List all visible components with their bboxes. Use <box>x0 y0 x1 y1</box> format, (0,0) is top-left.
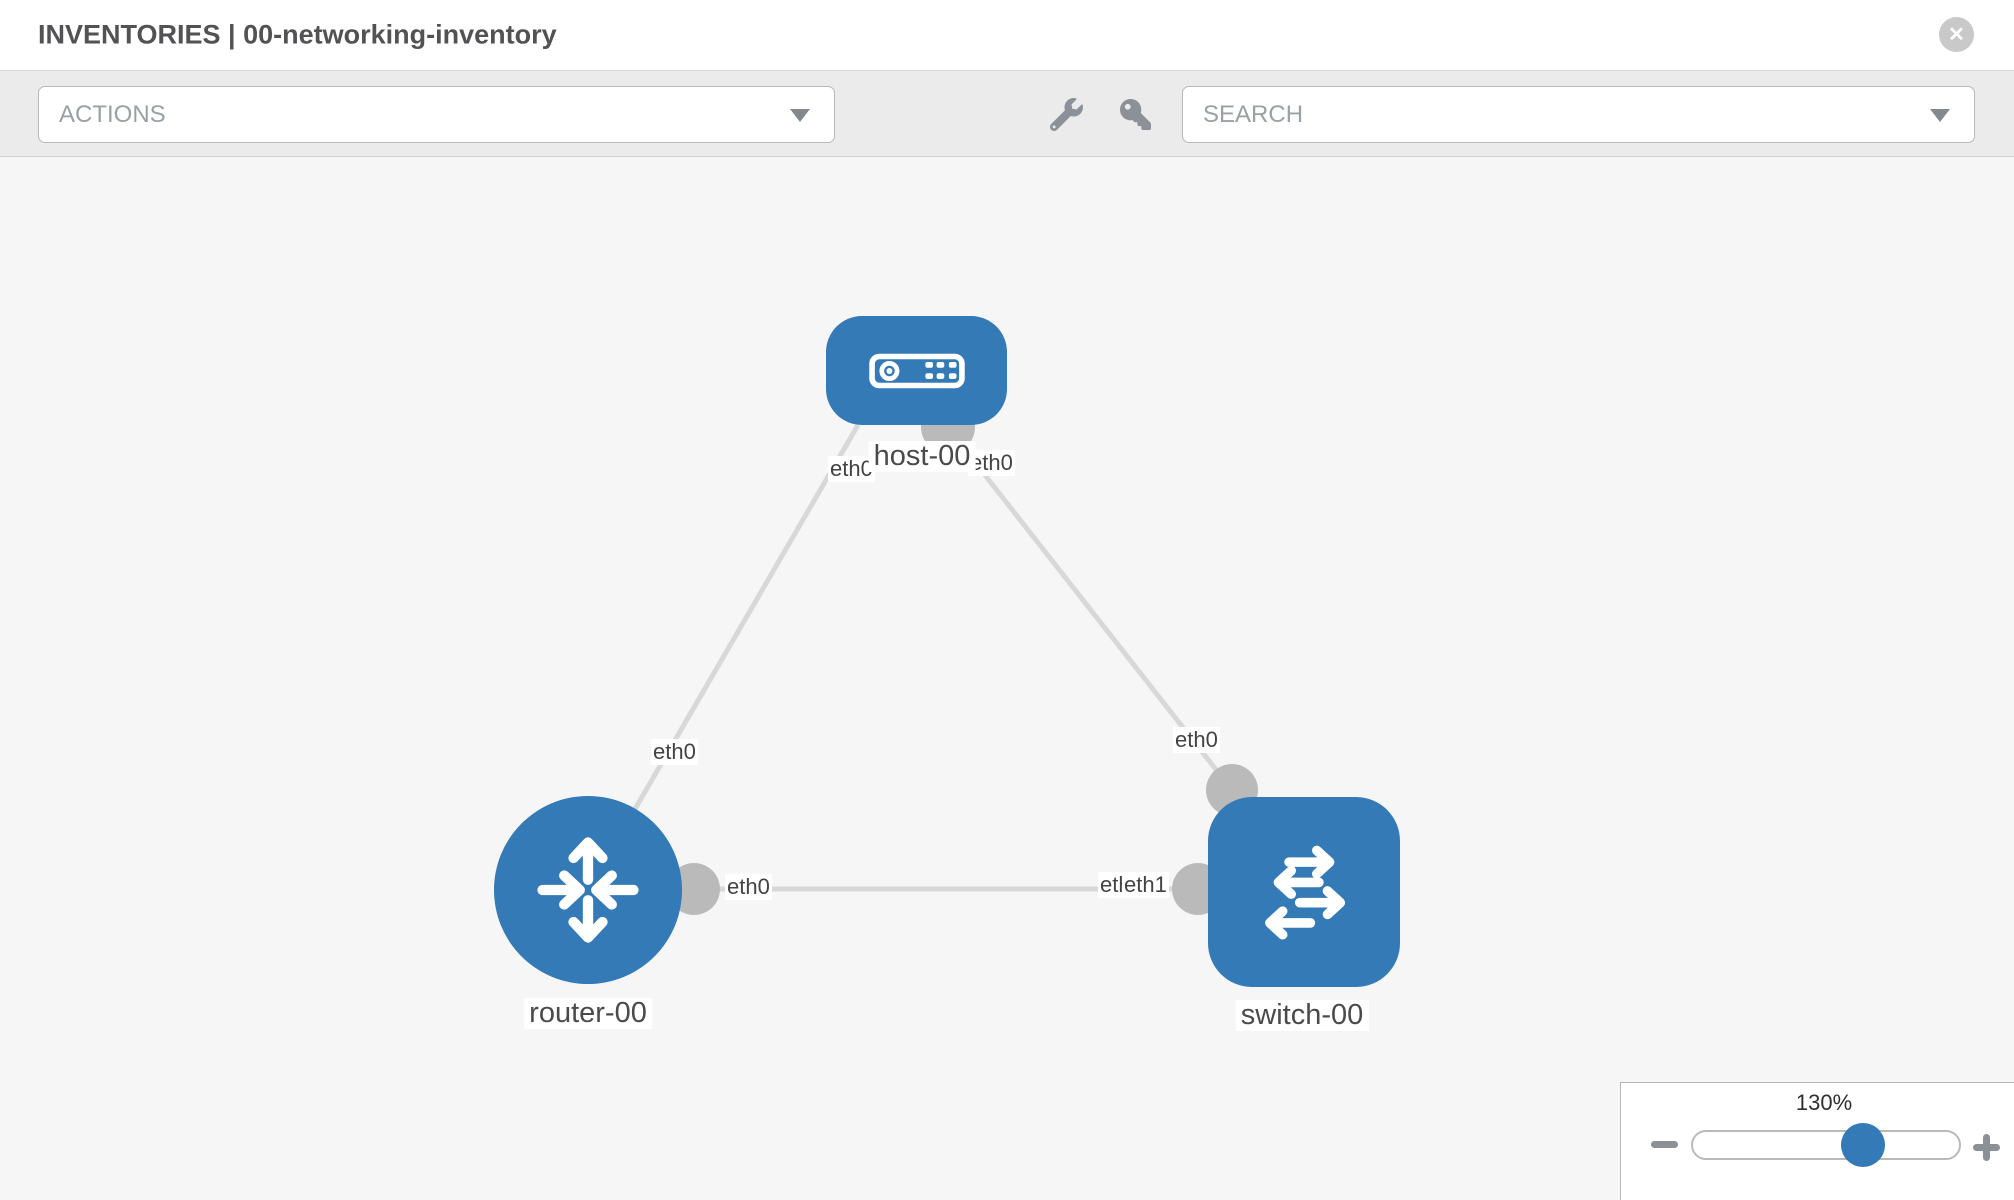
toolbar: ACTIONS SEARCH <box>0 71 2014 157</box>
search-dropdown-label: SEARCH <box>1203 100 1304 128</box>
topology-canvas[interactable] <box>0 157 2014 1200</box>
node-host-00[interactable] <box>826 316 1007 425</box>
interface-label: eth0 <box>651 739 698 765</box>
actions-dropdown-label: ACTIONS <box>59 100 166 128</box>
interface-label: eth0 <box>968 450 1015 476</box>
zoom-control-panel: 130% <box>1620 1082 2014 1200</box>
key-icon <box>1119 98 1151 130</box>
node-switch-00[interactable] <box>1208 797 1400 987</box>
caret-down-icon <box>790 108 810 122</box>
search-dropdown[interactable]: SEARCH <box>1182 86 1975 143</box>
server-icon <box>868 353 965 388</box>
page-title: INVENTORIES | 00-networking-inventory <box>38 19 557 50</box>
zoom-in-plus-icon[interactable] <box>1973 1134 2000 1161</box>
tools-button[interactable] <box>1048 96 1084 132</box>
node-label-switch: switch-00 <box>1235 1000 1369 1031</box>
router-arrows-icon <box>537 837 639 943</box>
actions-dropdown[interactable]: ACTIONS <box>38 86 835 143</box>
interface-label: eth0 <box>828 456 875 482</box>
node-router-00[interactable] <box>494 796 682 984</box>
wrench-icon <box>1049 97 1083 131</box>
key-button[interactable] <box>1117 96 1153 132</box>
node-label-host: host-00 <box>868 441 976 472</box>
page-header: INVENTORIES | 00-networking-inventory ✕ <box>0 0 2014 71</box>
interface-label: eth0 <box>725 874 772 900</box>
zoom-slider-thumb[interactable] <box>1841 1123 1886 1167</box>
zoom-level-value: 130% <box>1795 1090 1853 1115</box>
caret-down-icon <box>1930 108 1950 122</box>
interface-label: eth0 <box>1173 727 1220 753</box>
interface-label: eth1 <box>1122 872 1169 898</box>
switch-arrows-icon <box>1265 845 1346 940</box>
zoom-out-minus-icon[interactable] <box>1651 1141 1678 1148</box>
zoom-slider-track[interactable] <box>1691 1123 1961 1167</box>
node-label-router: router-00 <box>524 998 652 1029</box>
close-icon[interactable]: ✕ <box>1939 17 1974 52</box>
